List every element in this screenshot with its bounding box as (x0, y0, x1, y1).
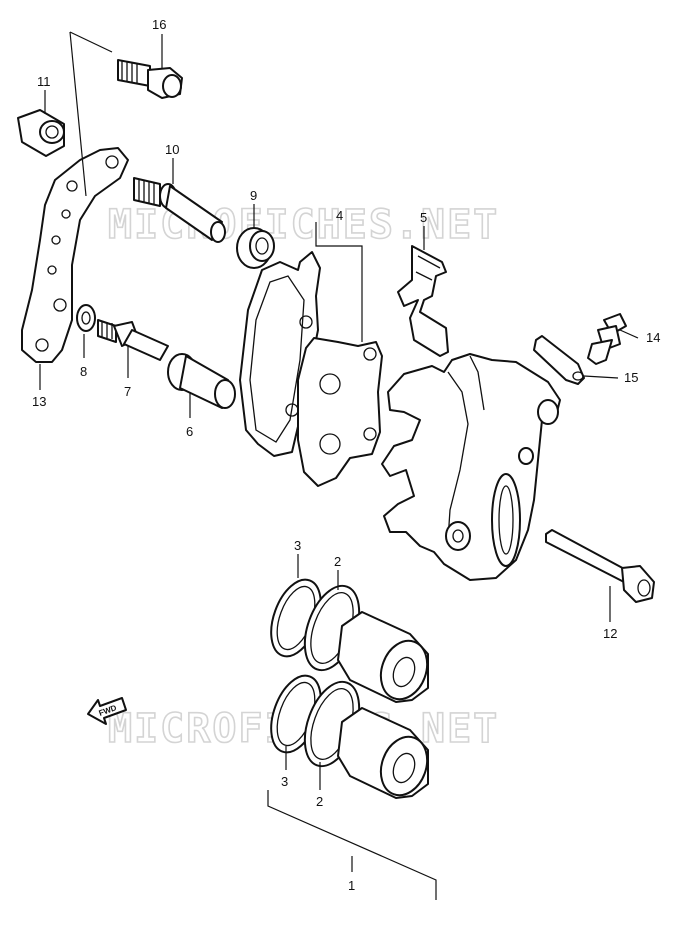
callout-5: 5 (420, 210, 427, 225)
callout-7: 7 (124, 384, 131, 399)
callout-3-lower: 3 (281, 774, 288, 789)
callouts: 16 11 10 9 4 5 14 15 8 7 6 13 12 3 2 3 2… (32, 17, 660, 893)
callout-14: 14 (646, 330, 660, 345)
callout-3-upper: 3 (294, 538, 301, 553)
piston-upper (337, 611, 429, 703)
part-15-cap (533, 335, 585, 385)
callout-8: 8 (80, 364, 87, 379)
part-8-washer (76, 304, 96, 332)
part-11-collar (17, 109, 65, 157)
part-4-pad-front (297, 337, 383, 487)
callout-6: 6 (186, 424, 193, 439)
part-9-boot (236, 227, 275, 269)
part-7-pin (97, 319, 169, 361)
piston-lower (337, 707, 429, 799)
part-14-bleeder (587, 313, 627, 365)
leader-lines (39, 31, 639, 900)
part-5-spring (397, 245, 449, 357)
part-10-pin (133, 177, 226, 243)
callout-15: 15 (624, 370, 638, 385)
callout-1: 1 (348, 878, 355, 893)
fwd-arrow-icon: FWD (87, 697, 127, 725)
callout-2-upper: 2 (334, 554, 341, 569)
callout-2-lower: 2 (316, 794, 323, 809)
caliper-body (381, 353, 561, 581)
callout-10: 10 (165, 142, 179, 157)
callout-13: 13 (32, 394, 46, 409)
part-16-bolt (117, 59, 183, 99)
part-12-pin (545, 529, 655, 603)
callout-12: 12 (603, 626, 617, 641)
callout-16: 16 (152, 17, 166, 32)
part-13-bracket (21, 147, 129, 363)
part-6-sleeve (167, 353, 236, 409)
callout-4: 4 (336, 208, 343, 223)
callout-11: 11 (37, 74, 51, 89)
callout-9: 9 (250, 188, 257, 203)
